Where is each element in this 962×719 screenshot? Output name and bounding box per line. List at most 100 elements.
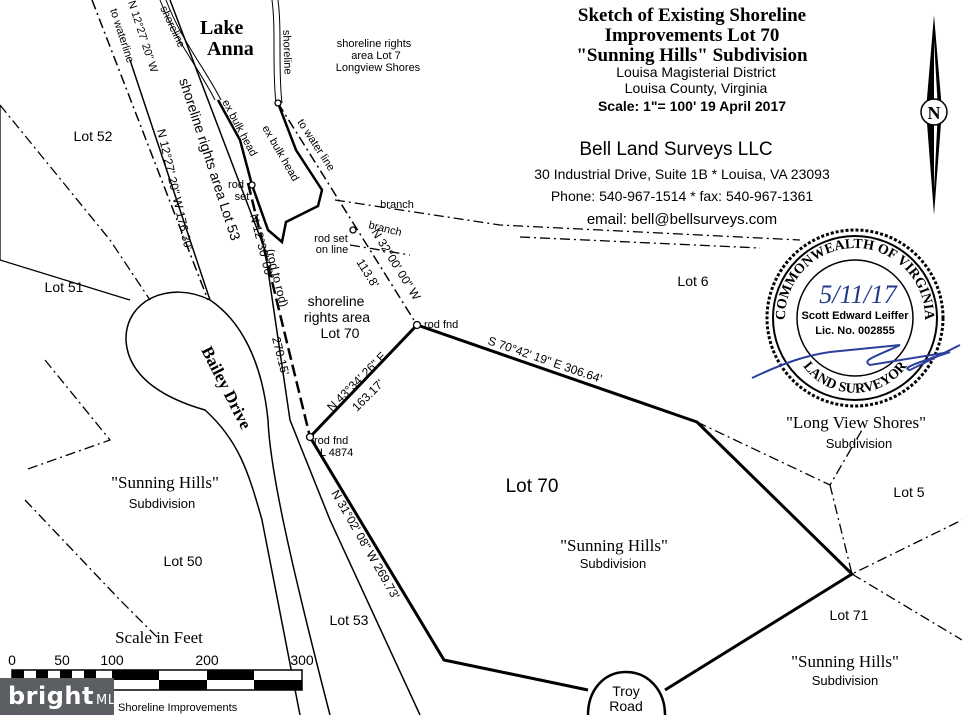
sunning-hills-center-sub: Subdivision — [580, 556, 647, 571]
long-view-shores: "Long View Shores" — [786, 413, 926, 432]
scale-tick-200: 200 — [195, 652, 219, 668]
shoreline-marker — [274, 99, 282, 107]
title-block: Sketch of Existing Shoreline Improvement… — [576, 5, 808, 114]
lot-6-line — [519, 236, 761, 249]
troy-road-culdesac — [586, 670, 667, 715]
seal-license: Lic. No. 002855 — [815, 325, 895, 337]
sra-70-3: Lot 70 — [321, 325, 360, 341]
seal-signature — [751, 344, 961, 379]
seal-surveyor-name: Scott Edward Leiffer — [802, 310, 910, 322]
rod-set-online-marker — [349, 226, 357, 234]
sra-lot7-3: Longview Shores — [336, 62, 421, 74]
troy-road-2: Road — [609, 698, 642, 714]
sunning-hills-left: "Sunning Hills" — [111, 473, 219, 492]
shoreline-label-b: shoreline — [280, 30, 294, 75]
seal-date: 5/11/17 — [819, 280, 898, 309]
lot-71-line — [851, 573, 962, 641]
bearing-3102: N 31°02' 08" W 269.73' — [328, 488, 402, 602]
rod-fnd-top: rod fnd — [424, 319, 458, 331]
lot-53-north-line — [91, 0, 209, 301]
sra-70-2: rights area — [304, 309, 370, 325]
title-line-6: Scale: 1"= 100' 19 April 2017 — [598, 98, 786, 114]
bailey-drive-west — [169, 0, 421, 715]
existing-bulk-head — [216, 99, 324, 245]
sra-70-1: shoreline — [308, 293, 365, 309]
surveyor-block: Bell Land Surveys LLC 30 Industrial Driv… — [534, 139, 830, 228]
lot-53-label: Lot 53 — [330, 612, 369, 628]
lot-70-boundary — [308, 323, 855, 692]
troy-road-1: Troy — [612, 683, 639, 699]
sunning-hills-left-sub: Subdivision — [129, 496, 196, 511]
rod-fnd-left-marker — [305, 432, 315, 442]
title-line-4: Louisa Magisterial District — [616, 64, 776, 80]
lot-70-label: Lot 70 — [506, 476, 559, 497]
surveyor-seal: COMMONWEALTH OF VIRGINIA LAND SURVEYOR 5… — [751, 228, 961, 408]
bailey-drive-label: Bailey Drive — [197, 343, 255, 432]
lot-50-south — [24, 499, 161, 641]
scale-footer: Shoreline Improvements — [118, 702, 238, 714]
sunning-hills-center: "Sunning Hills" — [560, 536, 668, 555]
rod-fnd-top-marker — [412, 320, 422, 330]
bailey-drive-east — [125, 59, 301, 715]
sunning-hills-right-sub: Subdivision — [812, 673, 879, 688]
branch-line-a — [334, 199, 801, 241]
l-4874: L 4874 — [320, 447, 353, 459]
scale-tick-300: 300 — [290, 652, 314, 668]
branch-a: branch — [380, 199, 414, 211]
lot-52-label: Lot 52 — [74, 128, 113, 144]
title-line-3: "Sunning Hills" Subdivision — [576, 45, 808, 66]
rod-set-line-2: on line — [316, 244, 348, 256]
rod-set-marker — [248, 181, 256, 189]
rod-markers — [248, 99, 422, 442]
north-arrow: N — [920, 15, 948, 215]
scale-title: Scale in Feet — [115, 628, 203, 647]
to-waterline-right: to water line — [294, 117, 336, 173]
rod-set-1: rod — [228, 179, 244, 191]
watermark-suffix: MLS — [95, 693, 125, 708]
title-line-1: Sketch of Existing Shoreline — [578, 5, 806, 26]
scale-tick-50: 50 — [54, 652, 70, 668]
bearing-7042: S 70°42' 19" E 306.64' — [486, 334, 604, 386]
rod-fnd-left: rod fnd — [314, 435, 348, 447]
ex-bulk-head-a: ex bulk head — [219, 98, 259, 159]
lot-70-west-line — [246, 182, 312, 438]
lot-5-label: Lot 5 — [893, 484, 924, 500]
lot-50-line — [24, 359, 112, 471]
lot-50-label: Lot 50 — [164, 553, 203, 569]
sunning-hills-right: "Sunning Hills" — [791, 652, 899, 671]
surveyor-name: Bell Land Surveys LLC — [579, 139, 772, 160]
lot-51-line — [0, 105, 131, 301]
lot-71-label: Lot 71 — [830, 607, 869, 623]
title-line-2: Improvements Lot 70 — [605, 25, 780, 46]
lake-label: Lake — [200, 17, 243, 39]
rod-set-line-1: rod set — [314, 233, 348, 245]
lot-53-south — [419, 619, 445, 661]
watermark-brand: bright — [8, 682, 94, 710]
long-view-shores-sub: Subdivision — [826, 436, 893, 451]
surveyor-address: 30 Industrial Drive, Suite 1B * Louisa, … — [534, 166, 830, 182]
sra-lot7-1: shoreline rights — [337, 38, 412, 50]
shoreline-label-a: shoreline — [157, 4, 187, 50]
surveyor-email: email: bell@bellsurveys.com — [587, 211, 777, 228]
title-line-5: Louisa County, Virginia — [625, 80, 768, 96]
lot-51-label: Lot 51 — [45, 279, 84, 295]
surveyor-phone: Phone: 540-967-1514 * fax: 540-967-1361 — [551, 188, 814, 204]
north-letter: N — [928, 103, 941, 123]
rod-set-2: set — [235, 191, 250, 203]
sra-70-east-line — [277, 102, 418, 326]
scale-tick-0: 0 — [8, 652, 16, 668]
anna-label: Anna — [207, 38, 254, 60]
lot-52-line — [0, 104, 151, 301]
lot-6-label: Lot 6 — [677, 273, 708, 289]
ex-bulk-head-b: ex bulk head — [259, 124, 301, 184]
dist-27015: 270.15' — [269, 335, 292, 376]
bailey-drive-curve — [209, 299, 331, 715]
shoreline-center — [271, 0, 283, 104]
scale-tick-100: 100 — [100, 652, 124, 668]
shoreline-left — [159, 0, 222, 101]
sra-lot7-2: area Lot 7 — [351, 50, 401, 62]
bearing-sra53: N 12°27' 20" W 176.30' — [154, 128, 195, 252]
